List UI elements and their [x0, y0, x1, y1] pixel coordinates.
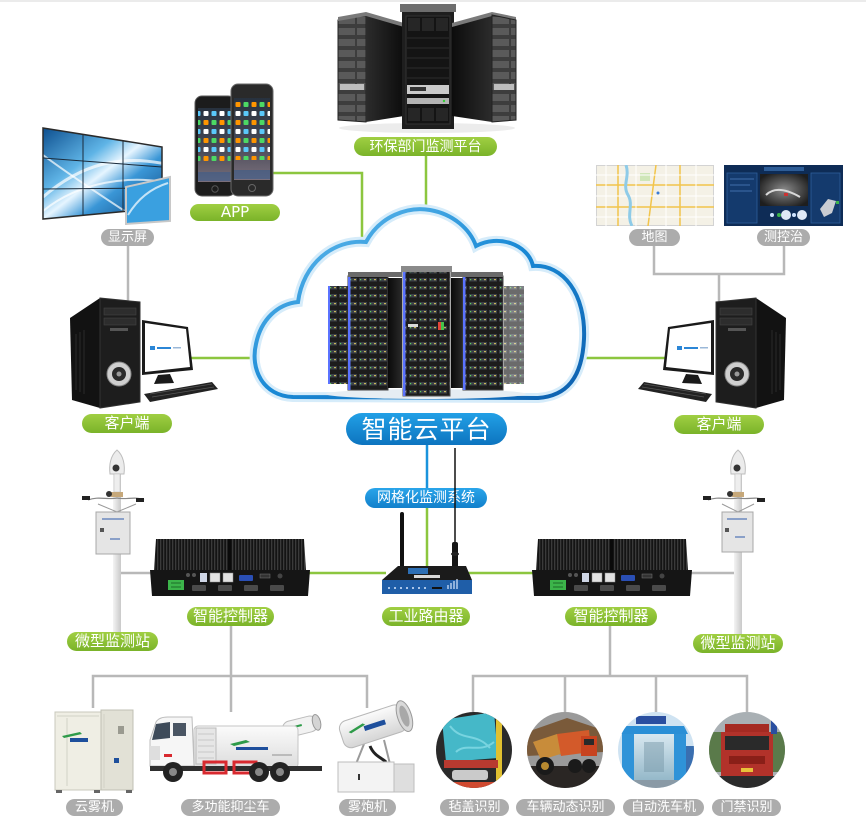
device-label-gate-access: 门禁识别 — [712, 799, 781, 816]
top-border — [0, 0, 866, 2]
station-left-label: 微型监测站 — [67, 632, 158, 651]
connector-left-controller-to-devices — [91, 626, 369, 712]
gate-access-recognition-photo — [709, 712, 785, 788]
smartphones-image — [194, 82, 274, 198]
app-label: APP — [190, 204, 280, 221]
device-label-fog-machine: 云雾机 — [66, 799, 123, 816]
tarp-cover-recognition-photo — [436, 712, 512, 788]
display-label: 显示屏 — [101, 229, 154, 246]
env-platform-server-image — [334, 4, 520, 134]
connector-map-control-to-right-client — [652, 245, 786, 302]
vehicle-dynamics-recognition-photo — [527, 712, 603, 788]
map-label: 地图 — [629, 229, 680, 246]
industrial-router-image — [378, 446, 478, 598]
video-wall-image — [40, 125, 174, 225]
connector-app-to-cloud — [272, 171, 364, 244]
fog-cannon-image — [334, 700, 420, 794]
left-micro-station-image — [78, 448, 148, 640]
left-controller-image — [148, 534, 312, 600]
device-label-dust-truck: 多功能抑尘车 — [181, 799, 280, 816]
device-label-car-wash: 自动洗车机 — [623, 799, 704, 816]
cloud-platform-label: 智能云平台 — [346, 413, 507, 445]
right-controller-image — [530, 534, 694, 600]
controller-left-label: 智能控制器 — [187, 607, 274, 626]
device-label-fog-cannon: 雾炮机 — [339, 799, 396, 816]
env-platform-label: 环保部门监测平台 — [354, 137, 497, 156]
left-client-pc-image — [66, 294, 224, 410]
fog-cabinet-image — [52, 706, 138, 794]
grid-system-label: 网格化监测系统 — [365, 488, 487, 508]
map-image — [596, 165, 714, 226]
client-right-label: 客户端 — [674, 415, 764, 434]
control-dashboard-image — [724, 165, 843, 226]
right-client-pc-image — [632, 294, 790, 410]
station-right-label: 微型监测站 — [693, 634, 783, 653]
device-label-vehicle-dynamics: 车辆动态识别 — [516, 799, 615, 816]
controller-right-label: 智能控制器 — [565, 607, 657, 626]
right-micro-station-image — [700, 448, 770, 640]
car-wash-photo — [618, 712, 694, 788]
connector-right-controller-to-devices — [471, 626, 749, 712]
router-label: 工业路由器 — [382, 607, 470, 626]
device-label-tarp-recognition: 毡盖识别 — [440, 799, 509, 816]
cloud-platform-image — [248, 204, 608, 404]
control-label: 测控治 — [757, 229, 810, 246]
client-left-label: 客户端 — [82, 414, 172, 433]
dust-suppression-truck-image — [146, 710, 326, 784]
